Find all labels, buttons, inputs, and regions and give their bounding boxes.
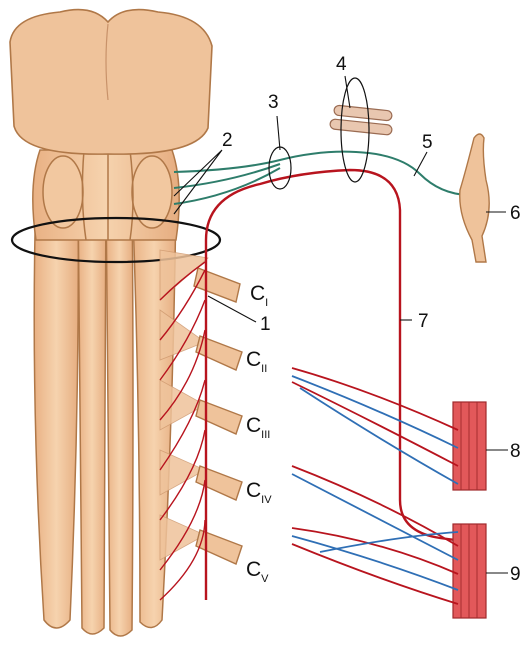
muscle-8: [452, 401, 487, 491]
muscle-9: [452, 523, 487, 619]
cervical-fibers: [291, 367, 459, 605]
accessory-rootlets: [159, 261, 206, 601]
ganglion: [459, 133, 490, 263]
leader-lines: [173, 75, 508, 574]
pons: [9, 8, 213, 155]
label-c4: CIV: [246, 479, 272, 506]
label-2: 2: [222, 130, 233, 151]
label-9: 9: [510, 564, 521, 585]
label-3: 3: [268, 92, 279, 113]
label-c2: CII: [246, 348, 267, 375]
vagus-ring: [340, 77, 370, 183]
label-7: 7: [418, 311, 429, 332]
label-5: 5: [422, 132, 433, 153]
label-c3: CIII: [246, 414, 270, 441]
spinal-cord: [33, 189, 177, 637]
foramen-ring: [10, 216, 222, 264]
accessory-spinal-root: [204, 168, 471, 600]
cranial-roots: [173, 150, 469, 205]
label-8: 8: [510, 441, 521, 462]
label-1: 1: [260, 314, 271, 335]
spinal-nerves: [193, 267, 243, 565]
label-6: 6: [510, 203, 521, 224]
medulla: [32, 149, 180, 241]
label-c5: CV: [246, 558, 269, 585]
label-c1: CI: [250, 282, 268, 309]
bone-bars: [329, 104, 393, 136]
label-4: 4: [336, 54, 347, 75]
